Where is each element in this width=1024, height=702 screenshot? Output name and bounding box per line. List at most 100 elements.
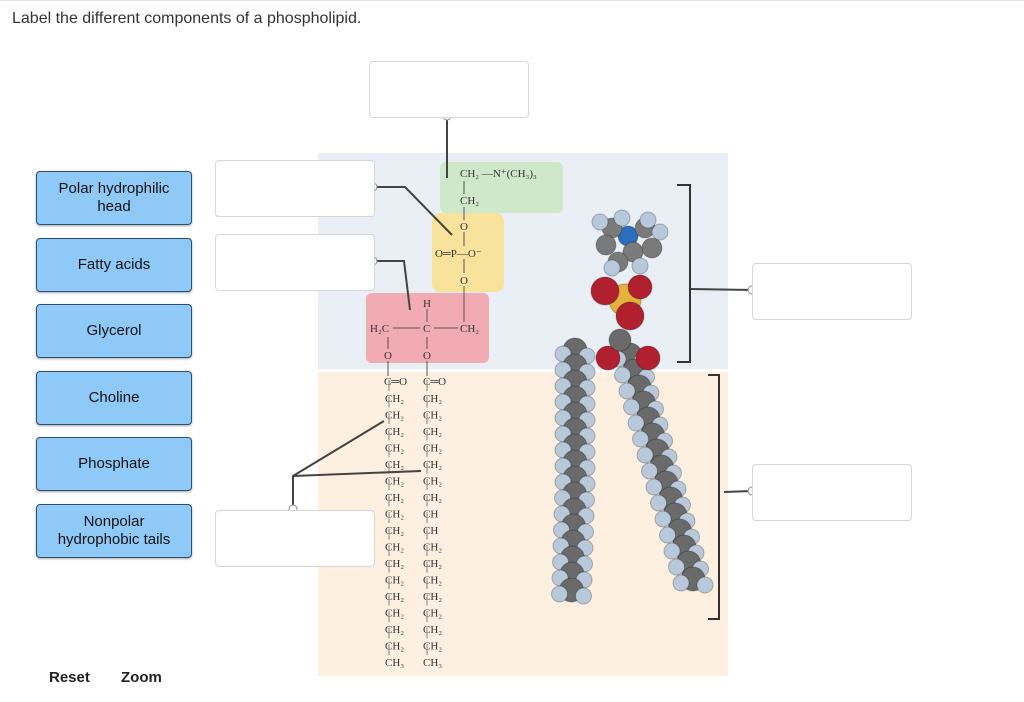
- hydrogen-atom: [613, 209, 631, 227]
- tail-right-unit: CH: [423, 525, 438, 537]
- tail-right-unit: CH₂: [423, 641, 442, 653]
- tail-right-unit: CH₂: [423, 591, 442, 603]
- tail-left-unit: CH₂: [385, 641, 404, 653]
- tail-right-unit: CH₂: [423, 443, 442, 455]
- ester-o-left: O: [384, 350, 392, 362]
- tail-left-unit: CH₂: [385, 410, 404, 422]
- hydrogen-atom: [575, 587, 592, 605]
- tail-left-unit: CH₂: [385, 426, 404, 438]
- tail-right-unit: CH₂: [423, 426, 442, 438]
- label-chip-phosphate[interactable]: Phosphate: [36, 437, 192, 491]
- tail-right-unit: CH₂: [423, 575, 442, 587]
- glycerol-left: H₂C: [370, 323, 389, 335]
- choline-ch2: CH₂: [460, 195, 479, 207]
- tail-right-unit: CH₂: [423, 542, 442, 554]
- tail-right-unit: CH₃: [423, 657, 442, 669]
- head-bracket: [677, 184, 691, 363]
- label-chip-glycerol[interactable]: Glycerol: [36, 304, 192, 358]
- tail-right-unit: CH₂: [423, 624, 442, 636]
- oxygen-atom: [615, 301, 645, 331]
- question-prompt: Label the different components of a phos…: [12, 10, 362, 27]
- connector-fatty-acids-2: [292, 470, 422, 477]
- connector-phosphate: [373, 186, 453, 236]
- tail-right-unit: CH₂: [423, 459, 442, 471]
- tail-left-unit: CH₂: [385, 509, 404, 521]
- tail-left-unit: CH₂: [385, 492, 404, 504]
- top-divider: [0, 0, 1024, 1]
- carbonyl-right: C═O: [423, 376, 446, 388]
- drop-target-glycerol[interactable]: [215, 234, 375, 291]
- tail-right-unit: CH₂: [423, 558, 442, 570]
- hydrogen-atom: [663, 542, 681, 560]
- hydrogen-atom: [696, 576, 714, 594]
- drop-target-choline[interactable]: [369, 61, 529, 118]
- carbon-atom: [608, 328, 632, 352]
- oxygen-atom: [627, 274, 653, 300]
- tail-left-unit: CH₂: [385, 608, 404, 620]
- drop-target-phosphate[interactable]: [215, 160, 375, 217]
- hydrogen-atom: [636, 446, 654, 464]
- glycerol-right: CH₂: [460, 323, 479, 335]
- tail-left-unit: CH₂: [385, 476, 404, 488]
- tail-right-unit: CH₂: [423, 492, 442, 504]
- tail-right-unit: CH₂: [423, 410, 442, 422]
- glycerol-center: C: [423, 323, 430, 335]
- hydrogen-atom: [668, 558, 685, 576]
- fatty-acid-tail-left: CH₂ CH₂ CH₂ CH₂ CH₂ CH₂ CH₂ CH₂ CH₂ CH₂ CH₂ CH₂ CH₂ C…: [385, 380, 404, 669]
- connector-head-bracket: [690, 288, 753, 291]
- hydrogen-atom: [603, 259, 621, 277]
- choline-formula: CH₂ —N⁺(CH₃)₃: [460, 168, 537, 180]
- tail-left-unit: CH₂: [385, 591, 404, 603]
- tail-left-unit: CH₂: [385, 459, 404, 471]
- glycerol-h: H: [423, 298, 431, 310]
- tail-left-unit: CH₃: [385, 657, 404, 669]
- label-chip-fatty-acids[interactable]: Fatty acids: [36, 238, 192, 292]
- hydrogen-atom: [618, 382, 636, 400]
- oxygen-atom: [635, 345, 661, 371]
- label-chip-choline[interactable]: Choline: [36, 371, 192, 425]
- tail-left-unit: CH₂: [385, 575, 404, 587]
- tail-left-unit: CH₂: [385, 558, 404, 570]
- hydrogen-atom: [639, 211, 657, 229]
- tail-right-unit: CH₂: [423, 476, 442, 488]
- choline-region: [440, 162, 563, 213]
- hydrogen-atom: [650, 494, 667, 512]
- connector-glycerol: [373, 260, 411, 311]
- tail-right-unit: CH₂: [423, 608, 442, 620]
- hydrogen-atom: [632, 430, 649, 448]
- hydrogen-atom: [591, 213, 609, 231]
- zoom-button[interactable]: Zoom: [121, 669, 162, 686]
- tail-bracket: [708, 374, 720, 620]
- hydrogen-atom: [614, 366, 631, 384]
- tail-right-unit: CH: [423, 509, 438, 521]
- oxygen-atom: [595, 345, 621, 371]
- phosphate-o-bottom: O: [460, 275, 468, 287]
- connector-tail-bracket: [723, 490, 753, 493]
- space-filling-model: [551, 209, 714, 605]
- hydrogen-atom: [672, 574, 690, 592]
- hydrogen-atom: [645, 478, 663, 496]
- carbon-atom: [595, 234, 617, 256]
- hydrogen-atom: [641, 462, 658, 480]
- glycerol-region: [366, 293, 489, 363]
- fatty-acid-tail-right: CH₂ CH₂ CH₂ CH₂ CH₂ CH₂ CH₂ CH CH CH₂ CH₂ CH₂ CH₂ CH₂…: [423, 380, 442, 669]
- drop-target-polar-head[interactable]: [752, 263, 912, 320]
- hydrogen-atom: [627, 414, 645, 432]
- reset-button[interactable]: Reset: [49, 669, 90, 686]
- hydrogen-atom: [654, 510, 672, 528]
- phosphate-o-top: O: [460, 221, 468, 233]
- tail-left-unit: CH₂: [385, 624, 404, 636]
- hydrogen-atom: [623, 398, 640, 416]
- tail-left-unit: CH₂: [385, 542, 404, 554]
- label-chip-polar-head[interactable]: Polar hydrophilic head: [36, 171, 192, 225]
- tail-left-unit: CH₂: [385, 443, 404, 455]
- drop-target-nonpolar-tails[interactable]: [752, 464, 912, 521]
- oxygen-atom: [590, 276, 620, 306]
- drop-target-fatty-acids[interactable]: [215, 510, 375, 567]
- hydrogen-atom: [659, 526, 676, 544]
- label-chip-nonpolar-tails[interactable]: Nonpolar hydrophobic tails: [36, 504, 192, 558]
- hydrogen-atom: [631, 257, 649, 275]
- hydrogen-atom: [651, 223, 669, 241]
- tail-right-unit: CH₂: [423, 393, 442, 405]
